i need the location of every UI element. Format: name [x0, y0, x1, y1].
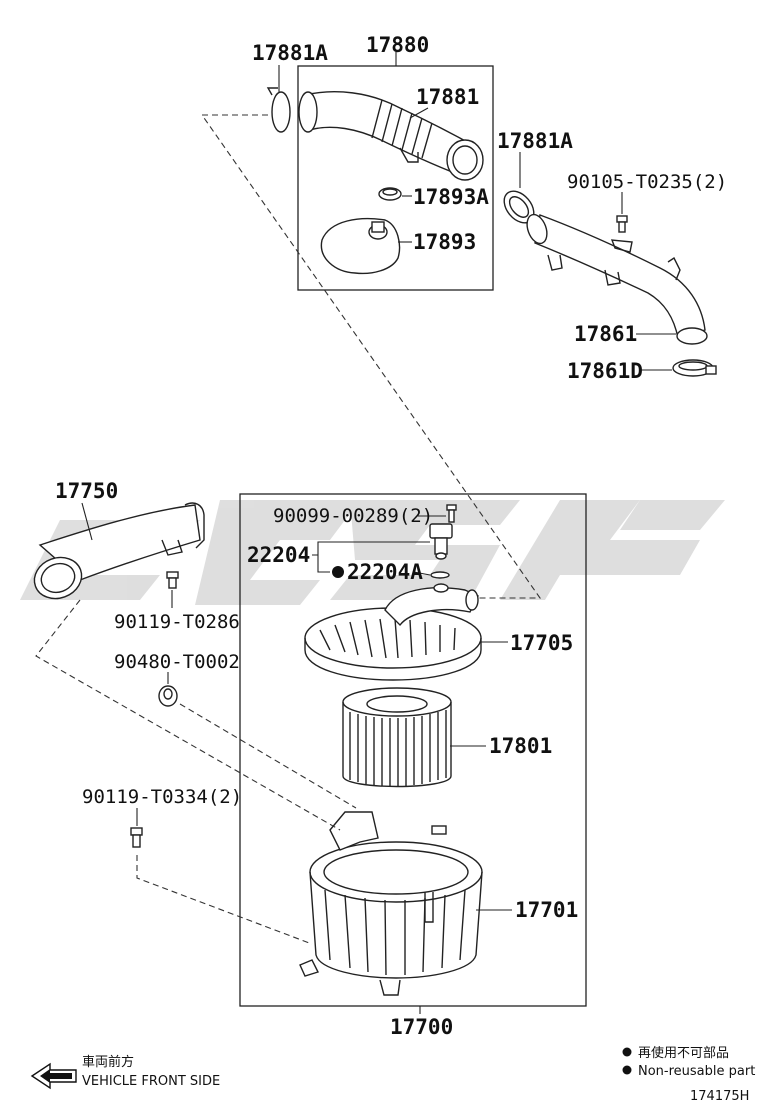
label-17705: 17705 — [510, 631, 573, 655]
grommet-90480-shape — [158, 685, 178, 707]
legend-dot-jp — [622, 1047, 632, 1057]
front-label-en: VEHICLE FRONT SIDE — [82, 1074, 220, 1089]
label-17801: 17801 — [489, 734, 552, 758]
label-17700: 17700 — [390, 1015, 453, 1039]
connector-grommet-to-case — [179, 703, 357, 809]
duct-17750-shape — [33, 502, 205, 600]
pipe-17861-shape — [526, 213, 708, 345]
connector-bolt-to-case — [136, 855, 313, 945]
sensor-22204-shape — [429, 523, 453, 560]
resonator-17893-shape — [320, 217, 401, 275]
hose-17881-shape — [298, 91, 484, 181]
diagram-id: 174175H — [690, 1089, 749, 1104]
front-label-jp: 車両前方 — [82, 1054, 134, 1070]
leader-22204A — [413, 571, 431, 576]
connector-duct-to-case — [35, 599, 341, 831]
clamp-17881A-top-shape — [266, 87, 291, 133]
label-17881A-top: 17881A — [252, 41, 328, 65]
label-17861D: 17861D — [567, 359, 643, 383]
leader-17881 — [409, 107, 429, 119]
label-17881: 17881 — [416, 85, 479, 109]
oring-22204A-shape — [430, 571, 450, 579]
clamp-17893A-shape — [378, 187, 402, 201]
label-17893: 17893 — [413, 230, 476, 254]
nonreusable-dot-22204A — [332, 566, 344, 578]
cap-17705-shape — [304, 583, 482, 681]
bolt-90105-shape — [616, 215, 628, 233]
screw-90099-shape — [446, 504, 457, 523]
clamp-17861D-shape — [672, 359, 717, 377]
filter-17801-shape — [342, 687, 452, 788]
label-17861: 17861 — [574, 322, 637, 346]
label-90105: 90105-T0235(2) — [567, 171, 727, 193]
label-22204: 22204 — [247, 543, 310, 567]
label-90480: 90480-T0002 — [114, 651, 240, 673]
legend-dot-en — [622, 1065, 632, 1075]
label-17881A-right: 17881A — [497, 129, 573, 153]
label-17750: 17750 — [55, 479, 118, 503]
label-90119b: 90119-T0334(2) — [82, 786, 242, 808]
label-17701: 17701 — [515, 898, 578, 922]
case-17701-shape — [299, 811, 483, 996]
bolt-90119b-shape — [130, 827, 143, 848]
label-22204A: 22204A — [347, 560, 423, 584]
leader-17750 — [81, 502, 93, 541]
bolt-90119a-shape — [166, 571, 179, 589]
front-arrow-icon — [30, 1062, 77, 1090]
label-17880: 17880 — [366, 33, 429, 57]
label-17893A: 17893A — [413, 185, 489, 209]
label-90099: 90099-00289(2) — [273, 505, 433, 527]
label-90119a: 90119-T0286 — [114, 611, 240, 633]
nonreusable-label-jp: 再使用不可部品 — [638, 1045, 729, 1061]
nonreusable-label-en: Non-reusable part — [638, 1064, 755, 1079]
leader-22204 — [312, 541, 430, 573]
box-17700 — [239, 493, 587, 1007]
connector-hose-to-cap — [200, 114, 542, 599]
